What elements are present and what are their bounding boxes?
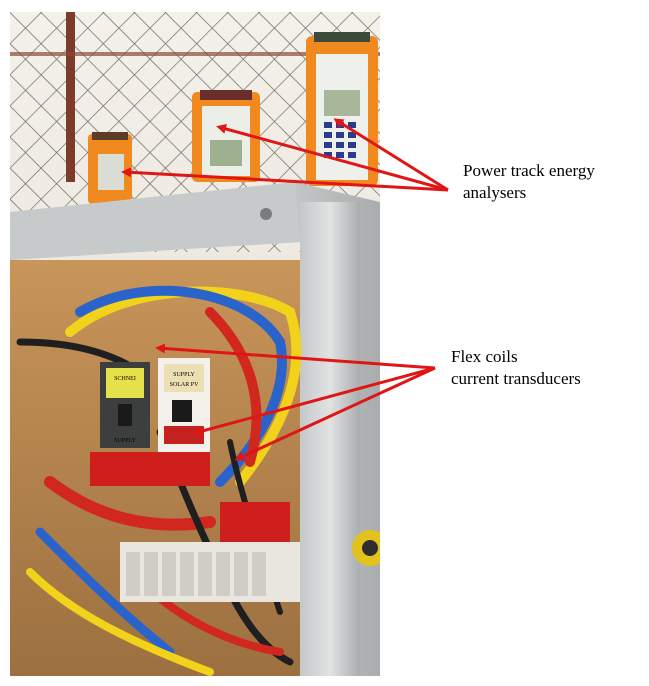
- analyser-device-left: [88, 132, 132, 204]
- breaker-right-label-1: SUPPLY: [173, 372, 195, 378]
- label-analysers-line-2: analysers: [463, 183, 527, 202]
- label-coils-line-2: current transducers: [451, 369, 581, 388]
- breaker-left-label-1: SCHNEI: [114, 376, 136, 382]
- label-flex-coils: Flex coils current transducers: [451, 346, 581, 390]
- analyser-device-middle: [192, 90, 260, 182]
- photo-electrical-panel: SCHNEI SUPPLY SUPPLY SOLAR PV: [10, 12, 380, 676]
- breaker-left: SCHNEI SUPPLY: [100, 362, 150, 448]
- label-coils-line-1: Flex coils: [451, 347, 518, 366]
- breaker-right: SUPPLY SOLAR PV: [158, 358, 210, 454]
- din-rail-breakers: [120, 542, 300, 602]
- red-busbar-covers: [90, 452, 290, 542]
- analyser-device-right: [306, 32, 378, 186]
- breaker-right-label-2: SOLAR PV: [170, 382, 200, 388]
- label-analysers-line-1: Power track energy: [463, 161, 595, 180]
- label-power-track-analysers: Power track energy analysers: [463, 160, 595, 204]
- breaker-left-label-2: SUPPLY: [114, 438, 136, 444]
